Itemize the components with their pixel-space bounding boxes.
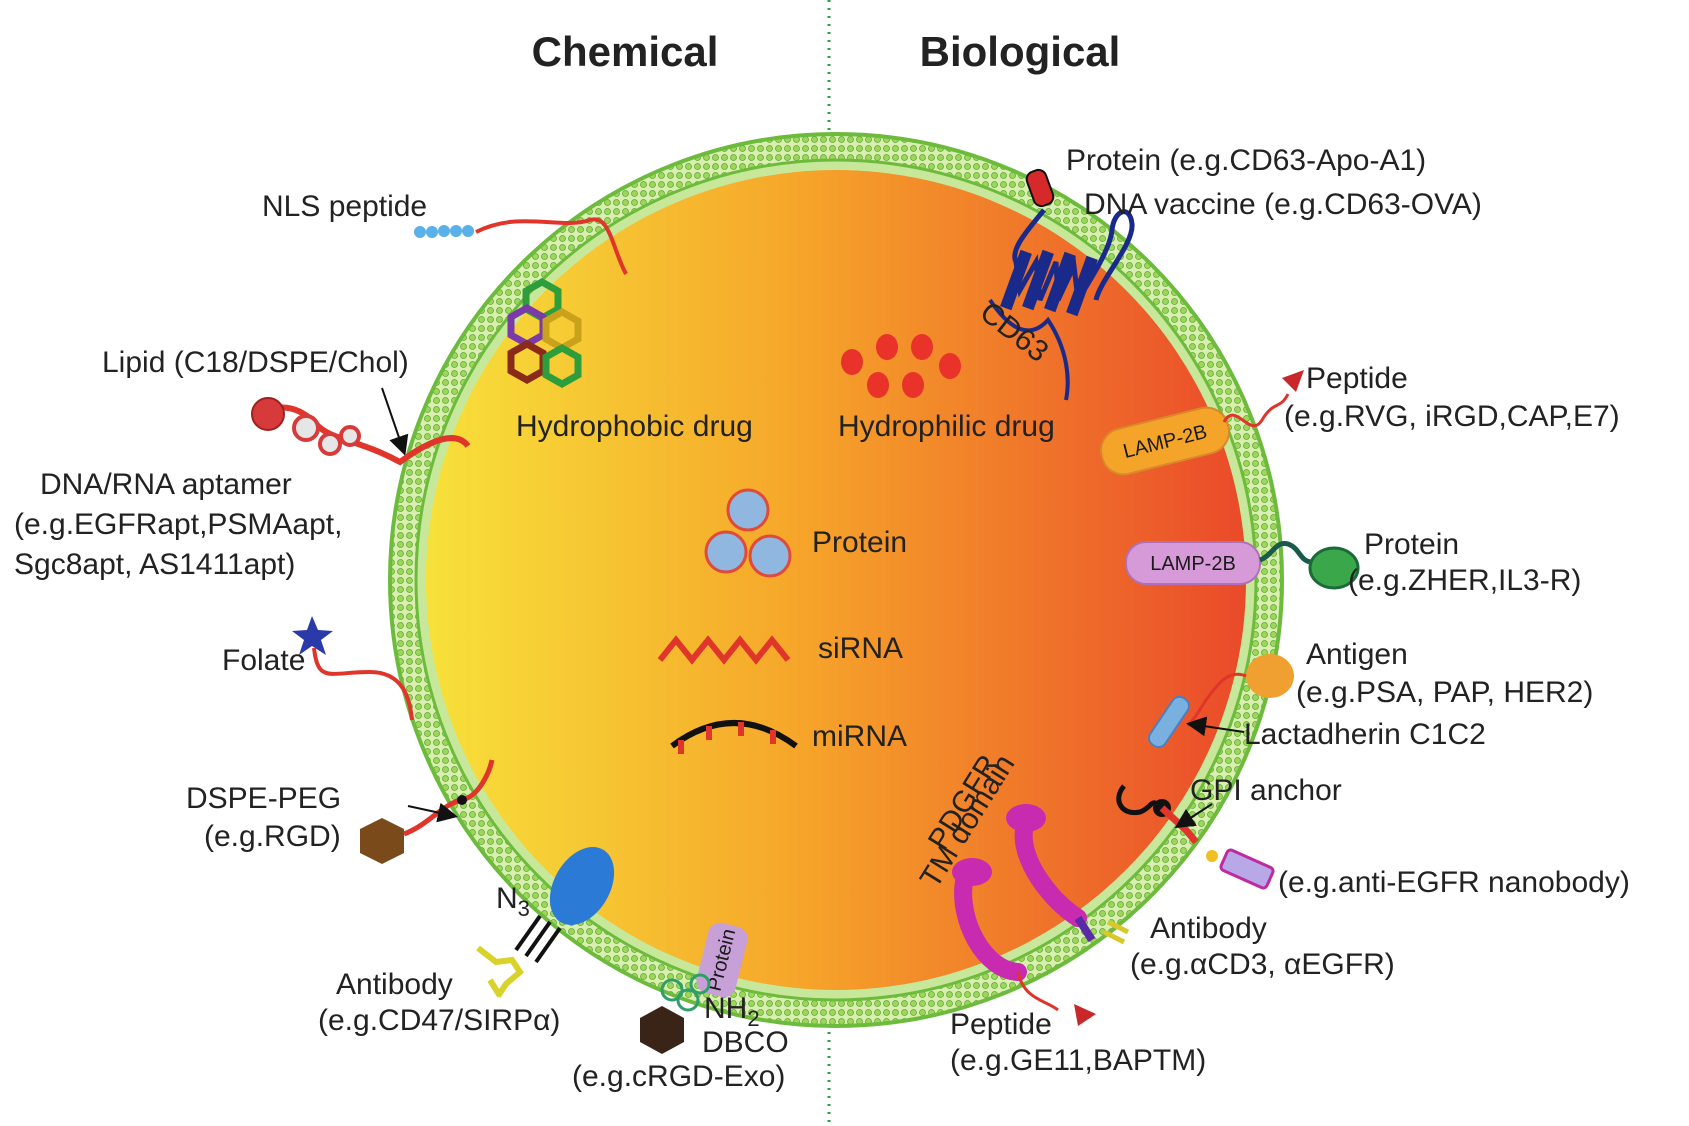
heading-chemical: Chemical [532, 28, 719, 75]
exosome-core [426, 170, 1246, 990]
folate-icon [292, 616, 414, 721]
aptamer-label-3: Sgc8apt, AS1411apt) [14, 548, 295, 581]
aptamer-label-2: (e.g.EGFRapt,PSMAapt, [14, 508, 342, 541]
hydrophilic-drug-label: Hydrophilic drug [838, 410, 1055, 443]
gpi-arrow [1174, 803, 1213, 829]
antigen-label-2: (e.g.PSA, PAP, HER2) [1296, 676, 1593, 709]
antigen-label-1: Antigen [1306, 638, 1408, 671]
hydrophobic-drug-icon [507, 277, 582, 389]
lamp2b-2-icon [1125, 540, 1360, 590]
antibody-bio-label-2: (e.g.αCD3, αEGFR) [1130, 948, 1395, 981]
protein-cd63-label: Protein (e.g.CD63-Apo-A1) [1066, 144, 1426, 177]
aptamer-icon [251, 397, 471, 466]
dspe-peg-label-2: (e.g.RGD) [204, 820, 341, 853]
protein-zher-label-1: Protein [1364, 528, 1459, 561]
protein-cargo-icon [704, 488, 792, 578]
lactadherin-arrow [1186, 716, 1245, 737]
antibody-bio-label-1: Antibody [1150, 912, 1267, 945]
cd63-icon [988, 168, 1135, 401]
lamp2b-1-icon [1100, 370, 1304, 476]
dspe-peg-label-1: DSPE-PEG [186, 782, 341, 815]
gpi-anchor-icon [1116, 784, 1275, 890]
antibody-chem-label-2: (e.g.CD47/SIRPα) [318, 1004, 560, 1037]
dspe-peg-arrow [407, 802, 458, 823]
hydrophilic-drug-icon [841, 334, 961, 398]
folate-label: Folate [222, 644, 305, 677]
nh2-label: NH2 [704, 992, 760, 1031]
peptide-1-label-2: (e.g.RVG, iRGD,CAP,E7) [1284, 400, 1620, 433]
mirna-icon [670, 720, 798, 754]
nls-peptide-icon [414, 217, 628, 275]
protein-zher-label-2: (e.g.ZHER,IL3-R) [1348, 564, 1581, 597]
dspe-peg-icon [360, 759, 495, 864]
nh2-subscript: 2 [747, 1006, 759, 1031]
heading-biological: Biological [920, 28, 1121, 75]
dbco-label-1: DBCO [702, 1026, 789, 1059]
lamp2b-2-label: LAMP-2B [1150, 553, 1236, 575]
antibody-chem-label-1: Antibody [336, 968, 453, 1001]
sirna-label: siRNA [818, 632, 903, 665]
dbco-label-2: (e.g.cRGD-Exo) [572, 1060, 785, 1093]
peptide-1-label-1: Peptide [1306, 362, 1408, 395]
nanobody-label: (e.g.anti-EGFR nanobody) [1278, 866, 1630, 899]
azide-label: N3 [496, 882, 530, 921]
nh2-text: NH [704, 992, 747, 1025]
protein-tag-icon [696, 922, 748, 998]
lactadherin-label: Lactadherin C1C2 [1244, 718, 1486, 751]
dbco-icon [640, 973, 711, 1054]
aptamer-label-1: DNA/RNA aptamer [40, 468, 292, 501]
lipid-arrow [381, 387, 409, 456]
protein-cargo-label: Protein [812, 526, 907, 559]
azide-subscript: 3 [518, 896, 530, 921]
sirna-icon [657, 635, 791, 665]
peptide-2-label-1: Peptide [950, 1008, 1052, 1041]
azide-antibody-icon [476, 847, 615, 998]
lipid-label: Lipid (C18/DSPE/Chol) [102, 346, 409, 379]
hydrophobic-drug-label: Hydrophobic drug [516, 410, 753, 443]
azide-text: N [496, 882, 518, 915]
gpi-anchor-label: GPI anchor [1190, 774, 1342, 807]
pdgfr-icon [952, 804, 1130, 1026]
nls-peptide-label: NLS peptide [262, 190, 427, 223]
mirna-label: miRNA [812, 720, 907, 753]
peptide-2-label-2: (e.g.GE11,BAPTM) [950, 1044, 1206, 1077]
dna-vaccine-label: DNA vaccine (e.g.CD63-OVA) [1084, 188, 1482, 221]
